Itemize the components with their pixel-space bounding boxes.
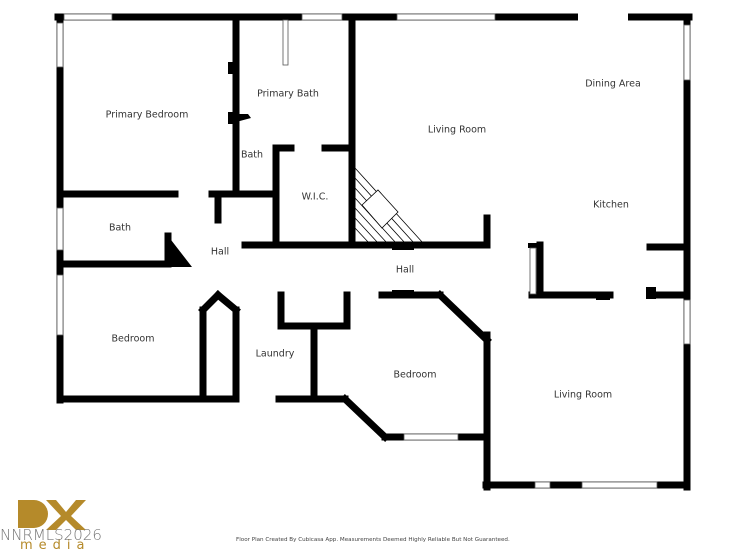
disclaimer: Floor Plan Created By Cubicasa App. Meas…: [236, 537, 510, 543]
room-label-bedroom-left: Bedroom: [111, 333, 155, 345]
room-label-bath: Bath: [108, 222, 132, 234]
logo-subtext: media: [20, 538, 91, 553]
room-label-hall-left: Hall: [210, 246, 230, 258]
room-label-kitchen: Kitchen: [593, 199, 629, 211]
room-label-living-room-top: Living Room: [427, 124, 487, 136]
mls-watermark: NNRMLS2026: [0, 526, 102, 544]
room-label-bath-small: Bath: [240, 149, 264, 161]
room-label-laundry: Laundry: [255, 348, 295, 360]
room-label-primary-bath: Primary Bath: [257, 88, 319, 100]
stairs: [354, 167, 424, 244]
windows: [56, 13, 691, 489]
room-label-hall-center: Hall: [395, 264, 415, 276]
brand-logo: [10, 496, 110, 552]
room-label-dining-area: Dining Area: [585, 78, 641, 90]
room-label-wic: W.I.C.: [301, 191, 329, 203]
dx-logo-icon: [18, 500, 86, 530]
room-label-living-room-bottom: Living Room: [553, 389, 613, 401]
room-label-bedroom-center: Bedroom: [393, 369, 437, 381]
walls: [54, 13, 693, 491]
room-label-primary-bedroom: Primary Bedroom: [105, 109, 189, 121]
